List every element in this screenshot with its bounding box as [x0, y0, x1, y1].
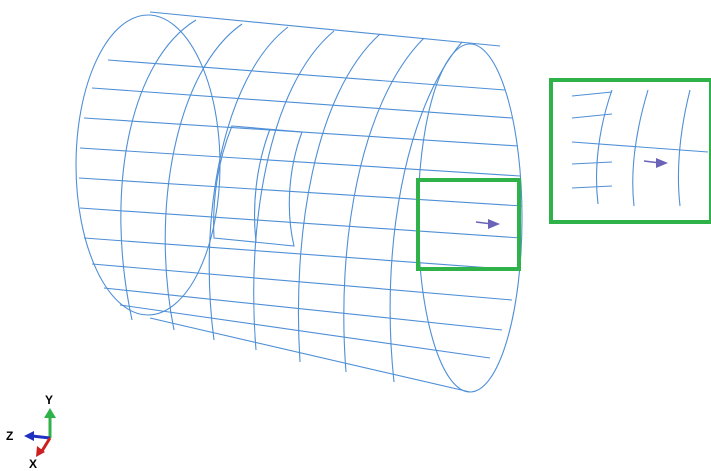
- z-axis: [31, 434, 51, 440]
- bottom-edge: [149, 317, 471, 393]
- zoom-inset: [549, 78, 711, 224]
- cutout-divider: [254, 128, 271, 243]
- long-5: [78, 177, 523, 207]
- ring-1: [120, 19, 197, 321]
- long-6: [79, 207, 522, 239]
- z-axis-label: Z: [6, 429, 13, 443]
- highlight-box: [416, 178, 521, 271]
- long-7: [83, 237, 519, 271]
- long-8: [91, 263, 513, 301]
- cylinder-mesh: [75, 11, 523, 393]
- long-2: [91, 87, 513, 119]
- top-edge: [149, 11, 501, 47]
- orientation-triad: Y X Z: [6, 393, 56, 471]
- ring-7: [389, 41, 463, 383]
- ring-3: [208, 26, 289, 341]
- y-axis-label: Y: [45, 393, 53, 407]
- long-9: [103, 287, 503, 331]
- cutout-window: [213, 125, 303, 247]
- long-1: [107, 59, 506, 91]
- ring-6: [343, 37, 425, 373]
- load-arrow: [475, 219, 500, 229]
- long-4: [79, 147, 521, 177]
- ring-5: [297, 33, 381, 363]
- back-rim: [75, 14, 221, 316]
- x-axis: [40, 437, 52, 452]
- ring-4: [253, 30, 335, 351]
- front-rim: [417, 43, 523, 393]
- x-axis-label: X: [29, 457, 37, 471]
- long-10: [119, 304, 491, 359]
- ring-2: [164, 23, 243, 331]
